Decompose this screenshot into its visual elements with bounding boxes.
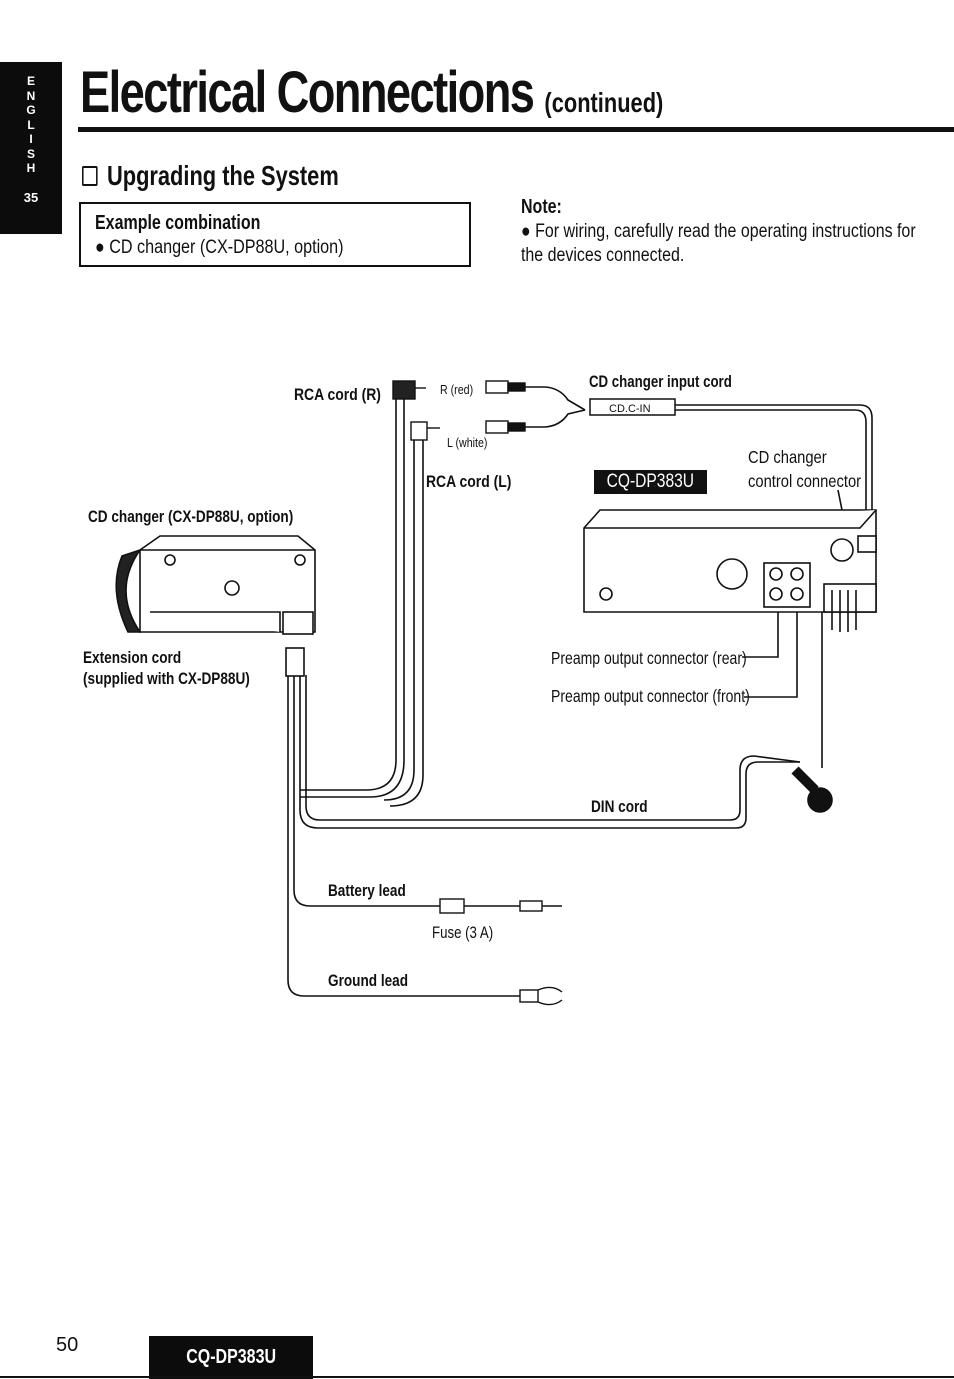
control-connector-jack xyxy=(830,538,854,562)
rca-l-label: RCA cord (L) xyxy=(426,473,511,492)
cd-changer-panel xyxy=(150,611,281,632)
extension-cord-label-2: (supplied with CX-DP88U) xyxy=(83,670,250,689)
antenna-socket xyxy=(716,558,748,590)
example-combination-box: Example combination ● CD changer (CX-DP8… xyxy=(79,202,471,267)
bottom-rule xyxy=(0,1376,954,1378)
battery-lead-label: Battery lead xyxy=(328,882,406,901)
rca-r-jack-body xyxy=(507,382,526,392)
head-unit-top-edge xyxy=(584,509,877,529)
preamp-rear-leader xyxy=(742,604,779,658)
preamp-front-r xyxy=(790,587,804,601)
screw-left xyxy=(164,554,176,566)
side-tab-letter: G xyxy=(26,103,36,117)
page-number: 50 xyxy=(56,1334,79,1356)
din-plug-head xyxy=(807,787,833,813)
ground-lead-wire xyxy=(287,675,520,997)
rca-r-label: RCA cord (R) xyxy=(294,386,381,405)
side-tab-letter: E xyxy=(26,74,35,88)
model-badge-text: CQ-DP383U xyxy=(606,471,695,492)
head-unit-hole xyxy=(599,587,613,601)
head-unit xyxy=(583,509,877,632)
rca-l-jack xyxy=(485,420,509,434)
page-title: Electrical Connections (continued) xyxy=(80,58,663,138)
cdc-in-connector xyxy=(589,398,676,416)
ground-terminal xyxy=(519,986,563,1006)
screw-right xyxy=(294,554,306,566)
note-text: ● For wiring, carefully read the operati… xyxy=(521,221,916,266)
rca-plugs xyxy=(392,380,526,441)
rca-r-wire-2 xyxy=(300,395,405,798)
din-cord-outer xyxy=(299,675,800,829)
side-tab-letter: H xyxy=(26,161,36,175)
rca-l-jack-body xyxy=(507,422,526,432)
ground-crimp xyxy=(519,989,539,1003)
footer-model-tab: CQ-DP383U xyxy=(149,1336,313,1379)
ground-fork xyxy=(537,986,563,1006)
side-tab-page-number: 35 xyxy=(23,189,39,205)
cd-changer-socket xyxy=(282,611,314,635)
preamp-front-leader xyxy=(744,604,798,698)
preamp-rear-l xyxy=(769,567,783,581)
example-heading: Example combination xyxy=(95,212,261,234)
cdc-in-socket xyxy=(857,535,877,553)
cd-changer-unit xyxy=(115,535,316,677)
preamp-rear-label: Preamp output connector (rear) xyxy=(551,648,747,668)
cd-changer-side xyxy=(115,548,143,633)
side-tab-letter: S xyxy=(26,146,35,161)
note-heading: Note: xyxy=(521,196,562,218)
side-tab-letter: N xyxy=(26,88,36,103)
power-harness xyxy=(831,590,857,632)
din-cord-inner xyxy=(305,675,801,821)
fuse-holder xyxy=(439,898,562,914)
rca-l-wire-2 xyxy=(389,440,424,807)
preamp-front-l xyxy=(769,587,783,601)
checkbox-square-icon xyxy=(82,166,98,186)
din-plug-body xyxy=(791,766,819,794)
title-rule xyxy=(78,127,954,132)
preamp-rear-r xyxy=(790,567,804,581)
side-tab-letter: I xyxy=(29,132,33,146)
battery-lead-wire xyxy=(293,675,440,907)
battery-terminal xyxy=(519,900,543,912)
rca-l-plug xyxy=(410,421,428,441)
cd-control-label-2: control connector xyxy=(748,472,862,492)
cd-input-cord-label: CD changer input cord xyxy=(589,373,732,392)
extension-cord-label-1: Extension cord xyxy=(83,649,181,668)
cdc-in-label: CD.C-IN xyxy=(609,403,651,415)
cd-changer-logo xyxy=(224,580,240,596)
side-tab-letter: L xyxy=(27,117,35,132)
page-title-suffix: (continued) xyxy=(544,87,664,118)
r-red-label: R (red) xyxy=(440,382,473,397)
din-cord-label: DIN cord xyxy=(591,798,648,817)
fuse-label: Fuse (3 A) xyxy=(432,924,493,943)
l-white-label: L (white) xyxy=(447,435,487,450)
section-heading-text: Upgrading the System xyxy=(106,160,339,191)
fuse-body xyxy=(439,898,465,914)
footer-model-text: CQ-DP383U xyxy=(186,1346,276,1368)
cdc-in-cord xyxy=(675,404,873,540)
rca-r-wire xyxy=(300,395,397,791)
input-cord-l xyxy=(525,409,586,428)
model-badge: CQ-DP383U xyxy=(594,470,707,494)
ground-lead-label: Ground lead xyxy=(328,972,408,991)
page-title-text: Electrical Connections xyxy=(80,60,535,125)
rca-l-wire xyxy=(383,440,415,801)
cd-changer-label: CD changer (CX-DP88U, option) xyxy=(88,508,293,527)
rca-r-plug xyxy=(392,380,416,400)
example-item: ● CD changer (CX-DP88U, option) xyxy=(95,237,344,258)
cdc-in-cord-2 xyxy=(675,409,867,540)
cd-control-label-1: CD changer xyxy=(748,448,827,468)
input-cord-r xyxy=(525,386,586,411)
wiring-lines xyxy=(287,386,873,997)
rca-r-jack xyxy=(485,380,509,394)
din-plug xyxy=(791,766,833,813)
preamp-front-label: Preamp output connector (front) xyxy=(551,686,750,706)
section-heading: Upgrading the System xyxy=(82,160,339,192)
language-side-tab: E N G L I S H 35 xyxy=(0,62,62,234)
extension-plug xyxy=(285,647,305,677)
